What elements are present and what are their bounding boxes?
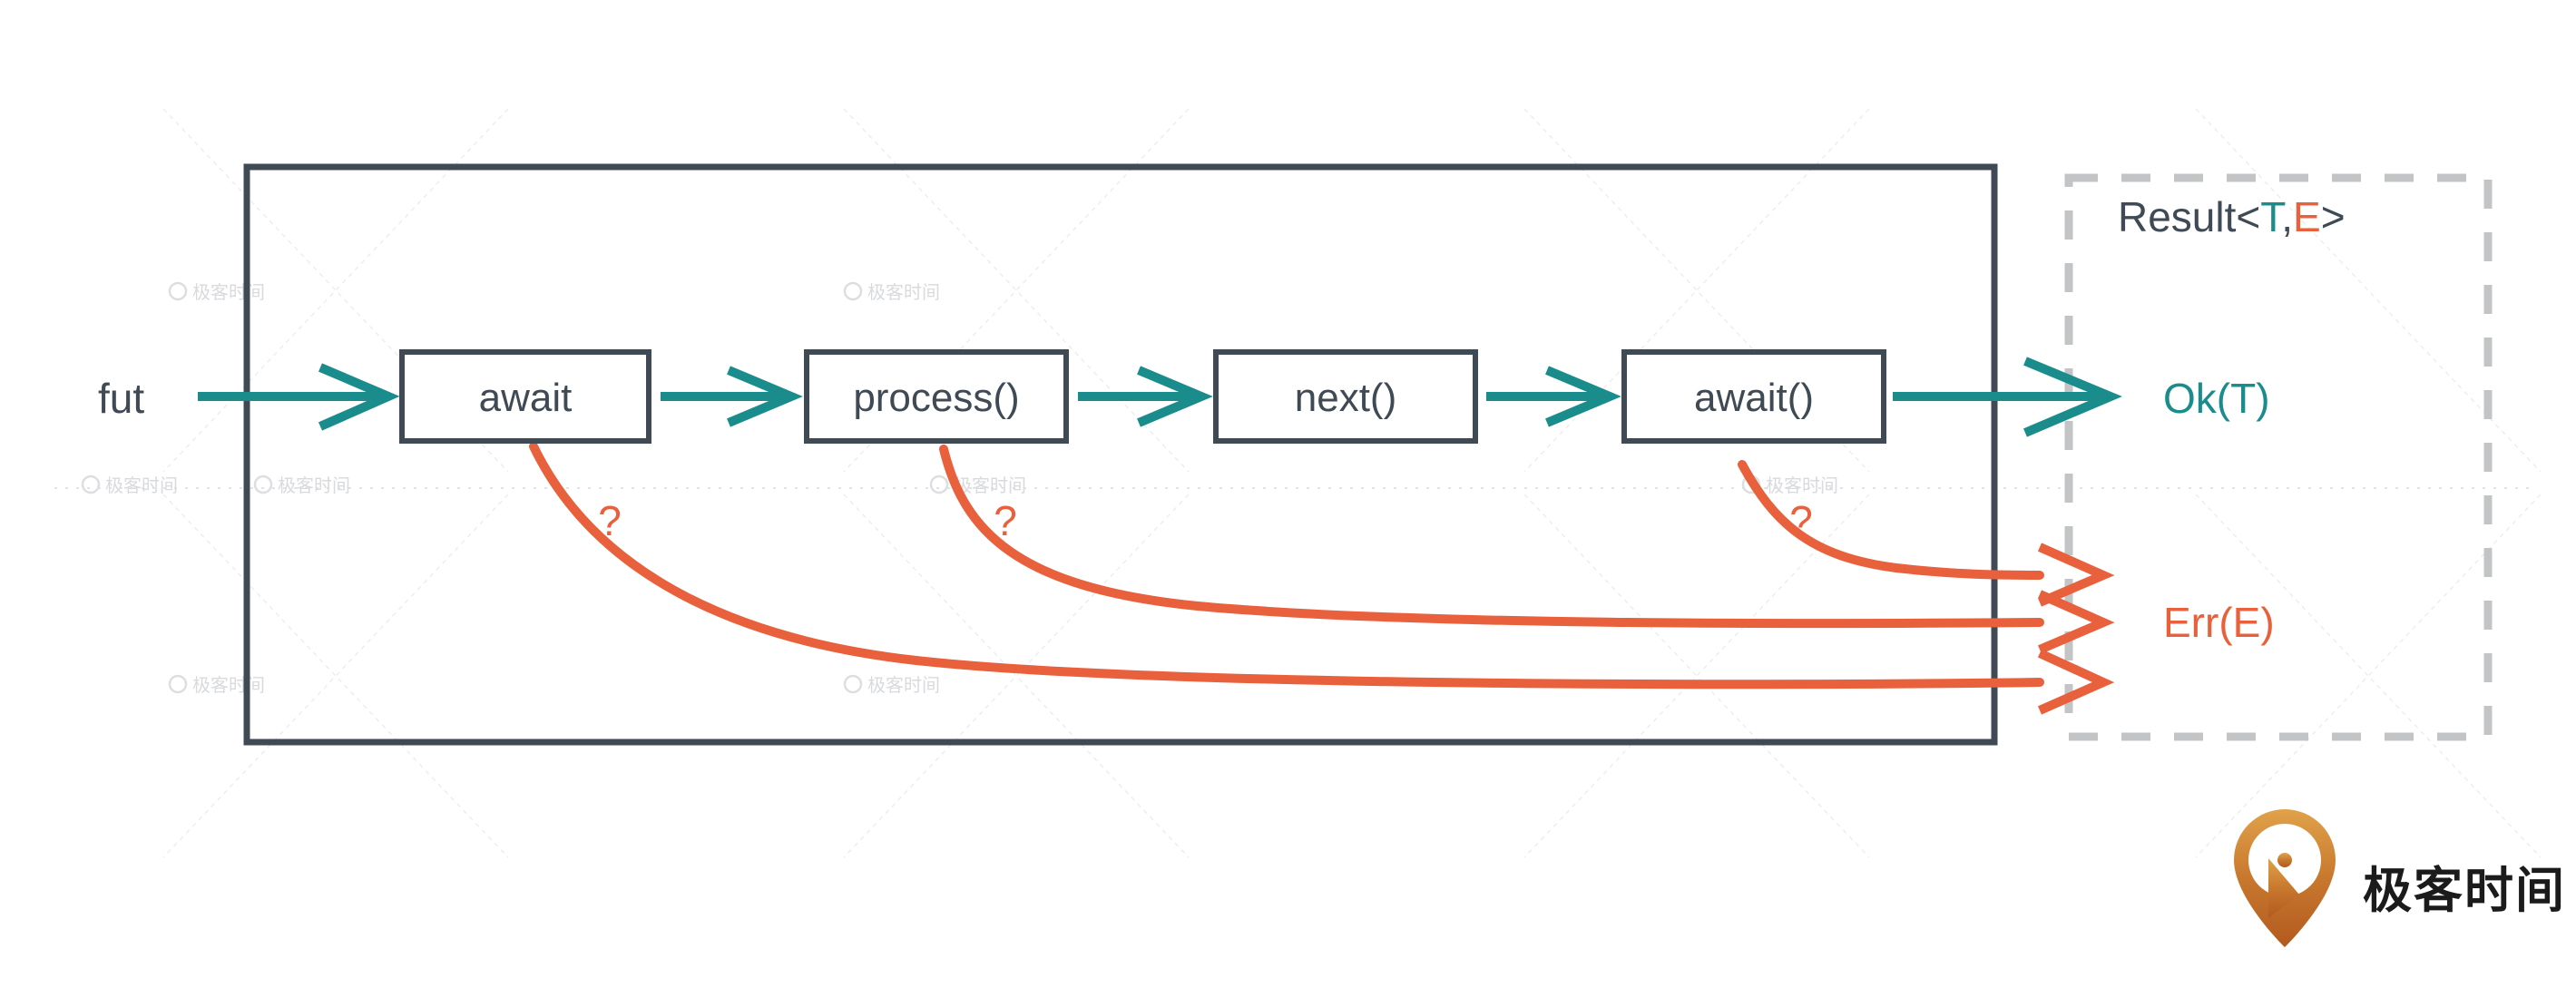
node-box <box>1213 349 1478 444</box>
error-curve-await <box>529 442 2044 690</box>
ok-variant-label: Ok(T) <box>2163 375 2270 422</box>
result-title-sep: , <box>2281 193 2293 240</box>
result-title-suffix: > <box>2321 193 2346 240</box>
watermark-label: 极客时间 <box>192 282 265 303</box>
node-await-1[interactable]: await <box>399 349 651 444</box>
watermark-label: 极客时间 <box>954 475 1026 496</box>
watermark-label: 极客时间 <box>105 475 178 496</box>
location-pin-icon <box>2234 809 2336 947</box>
node-label: process() <box>853 376 1019 420</box>
result-title-e: E <box>2293 193 2321 240</box>
result-type-title: Result<T,E> <box>2118 193 2346 240</box>
node-box <box>804 349 1069 444</box>
arrowhead-err-1 <box>2037 543 2115 607</box>
arrow-await2-to-ok <box>1893 357 2122 437</box>
result-container <box>2064 173 2493 741</box>
arrow-process-to-next <box>1078 366 1213 427</box>
watermark-label: 极客时间 <box>192 675 265 696</box>
err-variant-label: Err(E) <box>2163 599 2275 646</box>
arrowhead-err-2 <box>2037 590 2115 654</box>
input-label: fut <box>98 375 144 422</box>
question-mark-1: ? <box>598 497 622 544</box>
node-next[interactable]: next() <box>1213 349 1478 444</box>
arrow-fut-to-await <box>198 363 400 431</box>
result-title-prefix: Result< <box>2118 193 2260 240</box>
logo-wordmark: 极客时间 <box>2363 862 2566 919</box>
error-curve-process <box>939 445 2044 629</box>
arrowhead-err-3 <box>2037 649 2115 715</box>
watermark-label: 极客时间 <box>867 282 940 303</box>
watermark-text-group: 极客时间 极客时间 极客时间 极客时间 极客时间 极客时间 <box>81 281 1838 696</box>
node-box <box>399 349 651 444</box>
question-mark-2: ? <box>994 497 1017 544</box>
watermark-label: 极客时间 <box>867 675 940 696</box>
arrow-next-to-await2 <box>1486 366 1621 427</box>
watermark-label: 极客时间 <box>278 475 350 496</box>
arrow-await-to-process <box>661 366 803 427</box>
error-curve-await2 <box>1738 460 2044 580</box>
node-label: await() <box>1694 376 1814 420</box>
node-label: next() <box>1295 376 1396 420</box>
watermark-label: 极客时间 <box>1766 475 1838 496</box>
node-await-2[interactable]: await() <box>1621 349 1886 444</box>
geektime-logo: 极客时间 <box>2234 809 2566 947</box>
node-box <box>1621 349 1886 444</box>
question-mark-3: ? <box>1789 497 1813 544</box>
pipeline-container <box>243 163 1998 746</box>
node-process[interactable]: process() <box>804 349 1069 444</box>
node-label: await <box>479 376 573 420</box>
